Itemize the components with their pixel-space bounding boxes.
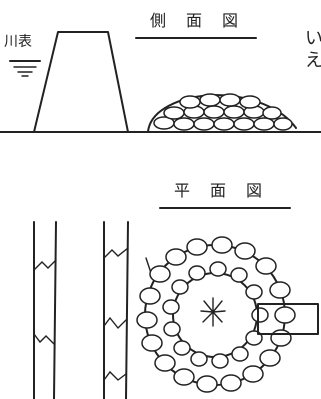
levee-strip-right bbox=[103, 221, 129, 399]
spring-center-mark bbox=[200, 297, 226, 327]
river-surface-label: 川表 bbox=[4, 34, 32, 50]
side-view-title: 側 面 図 bbox=[150, 11, 240, 30]
outlet-block bbox=[257, 303, 319, 335]
levee-profile bbox=[33, 31, 129, 133]
levee-strip-left bbox=[33, 221, 57, 399]
edge-char-bottom: え bbox=[305, 50, 321, 71]
plan-view-title: 平 面 図 bbox=[174, 181, 264, 200]
edge-char-top: い bbox=[305, 28, 321, 49]
plan-view: 平 面 図 bbox=[33, 181, 319, 399]
stone-mound bbox=[147, 93, 297, 133]
side-view: 側 面 図 い え 川表 bbox=[0, 11, 321, 133]
water-level-symbol bbox=[9, 60, 41, 77]
